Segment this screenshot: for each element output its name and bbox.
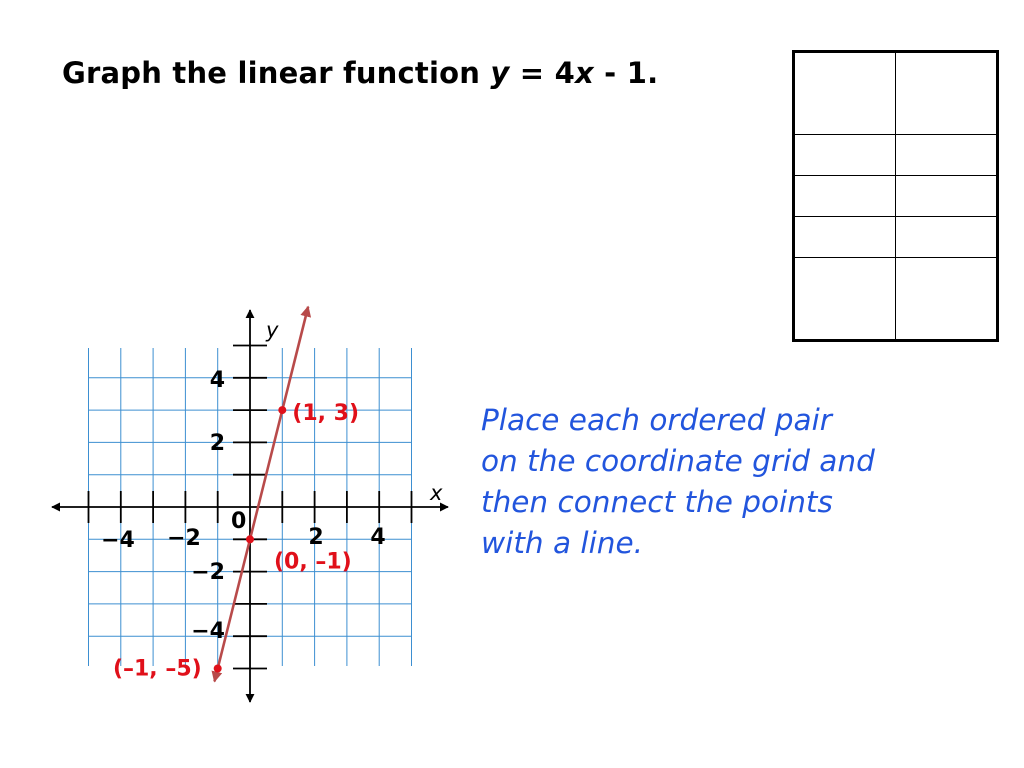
function-line: [211, 305, 312, 683]
table-cell-y: [895, 257, 998, 341]
instruction-line-4: with a line.: [481, 526, 644, 560]
instruction-line-1: Place each ordered pair: [481, 403, 832, 437]
plotted-points: [213, 406, 287, 673]
value-table: [792, 50, 999, 342]
title-x-variable: x: [574, 56, 594, 90]
table-cell-x: [793, 257, 896, 341]
point-label: (–1, –5): [113, 657, 202, 682]
y-tick-label: −2: [191, 560, 225, 585]
axis-labels: −4 −2 2 4 4 2 −2 −4 0 x y (1, 3) (0, –1) (–1, –5): [101, 318, 443, 682]
axes: [51, 309, 449, 703]
x-tick-label: 2: [308, 525, 323, 550]
x-tick-label: 4: [370, 525, 385, 550]
y-tick-label: −4: [191, 619, 225, 644]
y-axis-name: y: [265, 318, 279, 342]
page-title: Graph the linear function y = 4x - 1.: [62, 56, 658, 90]
instruction-line-2: on the coordinate grid and: [481, 444, 875, 478]
table-row: [793, 257, 998, 341]
data-point: [246, 535, 254, 544]
table-cell-y: [895, 174, 998, 218]
x-axis-name: x: [429, 481, 443, 505]
table-cell-x: [793, 174, 896, 218]
table-cell-y: [895, 51, 998, 135]
table-row: [793, 133, 998, 176]
instruction-line-3: then connect the points: [481, 485, 833, 519]
table-cell-y: [895, 133, 998, 176]
table-row: [793, 51, 998, 135]
title-suffix: - 1.: [593, 56, 659, 90]
x-tick-label: −4: [101, 528, 135, 553]
table-row: [793, 174, 998, 218]
y-tick-label: 2: [210, 431, 225, 456]
table-cell-x: [793, 216, 896, 259]
table-cell-y: [895, 216, 998, 259]
data-point: [278, 406, 287, 415]
point-label: (1, 3): [292, 401, 359, 426]
table-row: [793, 216, 998, 259]
origin-label: 0: [231, 509, 246, 534]
title-equals: = 4: [509, 56, 575, 90]
value-table-body: [793, 51, 998, 341]
point-label: (0, –1): [274, 549, 352, 574]
title-prefix: Graph the linear function: [62, 56, 491, 90]
data-point: [213, 664, 222, 673]
x-tick-label: −2: [167, 526, 201, 551]
title-y-variable: y: [490, 56, 510, 90]
table-cell-x: [793, 51, 896, 135]
y-tick-label: 4: [210, 368, 225, 393]
graph-line: [211, 305, 312, 683]
instructions-text: Place each ordered pair on the coordinat…: [481, 400, 951, 564]
